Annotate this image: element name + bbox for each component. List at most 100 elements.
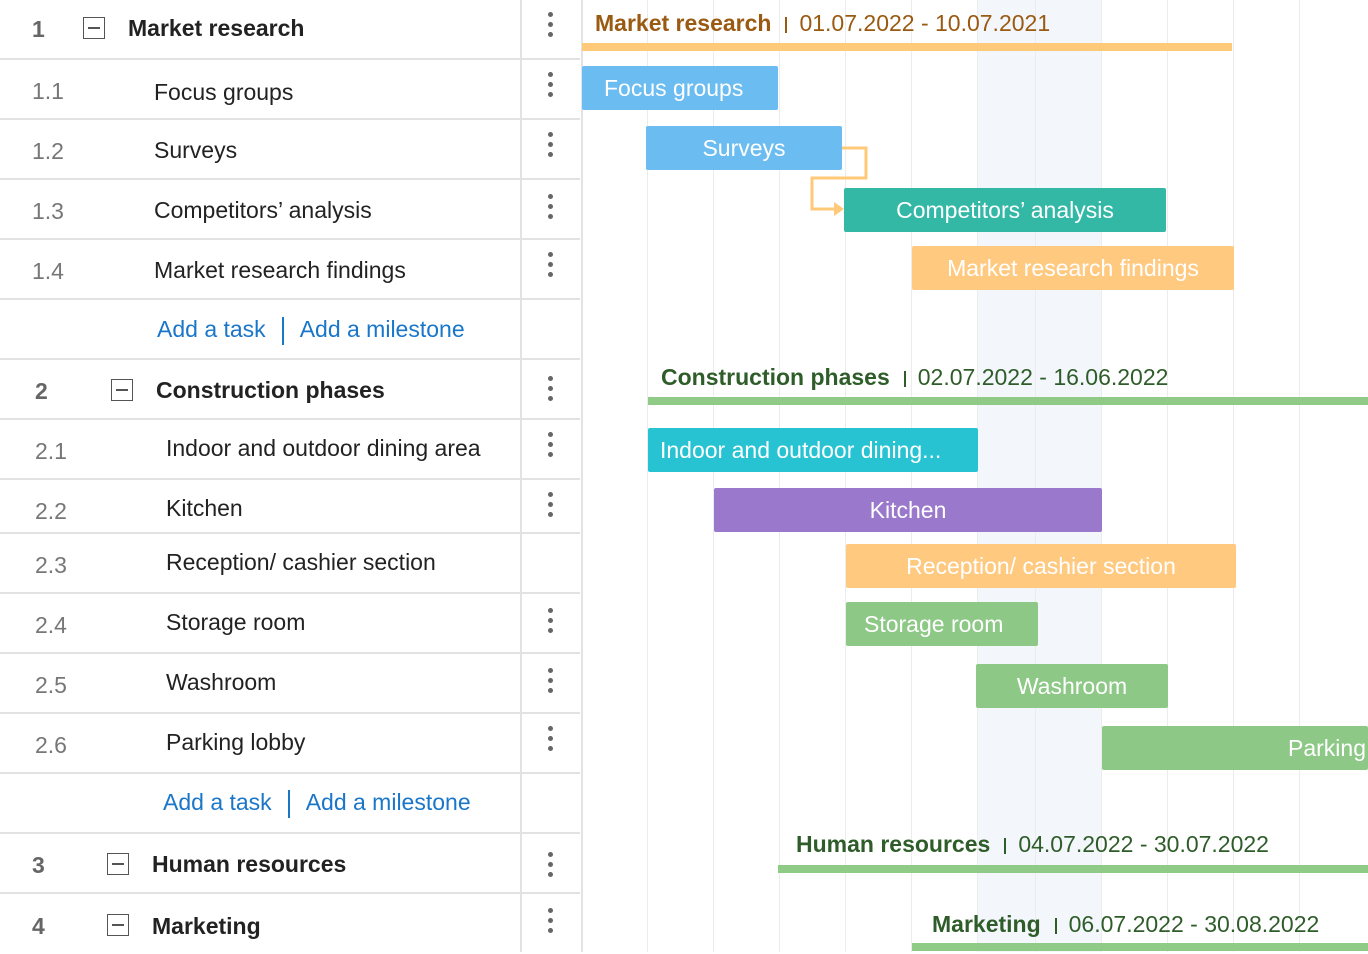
- task-title[interactable]: Construction phases: [156, 377, 385, 403]
- more-vertical-icon[interactable]: [548, 668, 554, 698]
- task-row[interactable]: 1.2 Surveys: [0, 120, 580, 180]
- more-vertical-icon[interactable]: [548, 432, 554, 462]
- task-row-group[interactable]: 1 Market research: [0, 0, 580, 60]
- task-title[interactable]: Storage room: [166, 609, 306, 635]
- task-number: 1.2: [32, 138, 64, 164]
- label-separator: [903, 370, 906, 387]
- task-title[interactable]: Surveys: [154, 137, 238, 163]
- more-vertical-icon[interactable]: [548, 132, 554, 162]
- task-bar[interactable]: Competitors’ analysis: [844, 188, 1166, 232]
- task-row[interactable]: 1.1 Focus groups: [0, 60, 580, 120]
- task-title[interactable]: Focus groups: [154, 79, 294, 105]
- task-number: 1.4: [32, 258, 64, 284]
- more-vertical-icon[interactable]: [548, 252, 554, 282]
- task-bar[interactable]: Surveys: [646, 126, 842, 170]
- collapse-icon[interactable]: [107, 914, 129, 936]
- task-bar[interactable]: Market research findings: [912, 246, 1234, 290]
- task-title[interactable]: Competitors’ analysis: [154, 197, 372, 223]
- task-number: 4: [32, 913, 45, 939]
- task-number: 2.6: [35, 732, 67, 758]
- more-vertical-icon[interactable]: [548, 12, 554, 42]
- group-summary-bar[interactable]: [912, 943, 1368, 951]
- task-row-group[interactable]: 4 Marketing: [0, 894, 580, 954]
- task-row[interactable]: 1.4 Market research findings: [0, 240, 580, 300]
- grid-line: [1035, 0, 1036, 952]
- group-summary-label: Construction phases 02.07.2022 - 16.06.20…: [661, 364, 1168, 391]
- task-row[interactable]: 2.1 Indoor and outdoor dining area: [0, 420, 580, 480]
- grid-line: [647, 0, 648, 952]
- grid-line: [1167, 0, 1168, 952]
- grid-line: [713, 0, 714, 952]
- collapse-icon[interactable]: [111, 379, 133, 401]
- task-list-panel: 1 Market research 1.1 Focus groups 1.2 S…: [0, 0, 583, 952]
- group-summary-bar[interactable]: [582, 43, 1232, 51]
- collapse-icon[interactable]: [107, 853, 129, 875]
- add-milestone-link[interactable]: Add a milestone: [299, 316, 465, 342]
- group-dates: 06.07.2022 - 30.08.2022: [1068, 911, 1320, 937]
- task-title[interactable]: Indoor and outdoor dining area: [166, 435, 481, 461]
- group-summary-bar[interactable]: [648, 397, 1368, 405]
- task-bar[interactable]: Parking: [1102, 726, 1368, 770]
- task-number: 2.4: [35, 612, 67, 638]
- task-number: 2.2: [35, 498, 67, 524]
- task-bar[interactable]: Kitchen: [714, 488, 1102, 532]
- group-dates: 02.07.2022 - 16.06.2022: [917, 364, 1169, 390]
- collapse-icon[interactable]: [83, 17, 105, 39]
- more-vertical-icon[interactable]: [548, 492, 554, 522]
- more-vertical-icon[interactable]: [548, 376, 554, 406]
- task-row-group[interactable]: 3 Human resources: [0, 834, 580, 894]
- task-bar[interactable]: Reception/ cashier section: [846, 544, 1236, 588]
- more-vertical-icon[interactable]: [548, 852, 554, 882]
- add-row: Add a task Add a milestone: [0, 300, 580, 360]
- task-title[interactable]: Washroom: [166, 669, 277, 695]
- task-row-group[interactable]: 2 Construction phases: [0, 360, 580, 420]
- task-title[interactable]: Human resources: [152, 851, 347, 877]
- task-title[interactable]: Reception/ cashier section: [166, 549, 436, 575]
- task-number: 2.1: [35, 438, 67, 464]
- task-row[interactable]: 2.5 Washroom: [0, 654, 580, 714]
- grid-line: [845, 0, 846, 952]
- task-row[interactable]: 2.6 Parking lobby: [0, 714, 580, 774]
- group-dates: 01.07.2022 - 10.07.2021: [799, 10, 1051, 36]
- task-bar[interactable]: Indoor and outdoor dining...: [648, 428, 978, 472]
- task-bar[interactable]: Focus groups: [582, 66, 778, 110]
- label-separator: [1004, 837, 1007, 854]
- task-row[interactable]: 1.3 Competitors’ analysis: [0, 180, 580, 240]
- task-title[interactable]: Kitchen: [166, 495, 243, 521]
- group-summary-bar[interactable]: [778, 865, 1368, 873]
- group-name: Marketing: [932, 911, 1041, 937]
- dependency-arrow: [810, 146, 868, 216]
- label-separator: [785, 16, 788, 33]
- task-bar[interactable]: Washroom: [976, 664, 1168, 708]
- task-title[interactable]: Marketing: [152, 913, 261, 939]
- task-row[interactable]: 2.3 Reception/ cashier section: [0, 534, 580, 594]
- grid-line: [911, 0, 912, 952]
- task-title[interactable]: Parking lobby: [166, 729, 306, 755]
- task-number: 2: [35, 378, 48, 404]
- task-title[interactable]: Market research findings: [154, 257, 406, 283]
- group-name: Construction phases: [661, 364, 890, 390]
- task-number: 2.3: [35, 552, 67, 578]
- task-number: 3: [32, 852, 45, 878]
- grid-line: [1233, 0, 1234, 952]
- task-row[interactable]: 2.2 Kitchen: [0, 480, 580, 534]
- more-vertical-icon[interactable]: [548, 608, 554, 638]
- more-vertical-icon[interactable]: [548, 726, 554, 756]
- grid-line: [1101, 0, 1102, 952]
- task-bar[interactable]: Storage room: [846, 602, 1038, 646]
- task-title[interactable]: Market research: [128, 15, 305, 41]
- more-vertical-icon[interactable]: [548, 908, 554, 938]
- task-number: 1: [32, 16, 45, 42]
- grid-line: [1299, 0, 1300, 952]
- add-milestone-link[interactable]: Add a milestone: [305, 789, 471, 815]
- task-row[interactable]: 2.4 Storage room: [0, 594, 580, 654]
- group-summary-label: Marketing 06.07.2022 - 30.08.2022: [932, 911, 1319, 938]
- add-task-link[interactable]: Add a task: [157, 316, 266, 342]
- more-vertical-icon[interactable]: [548, 72, 554, 102]
- more-vertical-icon[interactable]: [548, 194, 554, 224]
- add-task-link[interactable]: Add a task: [163, 789, 272, 815]
- link-separator: [281, 316, 284, 345]
